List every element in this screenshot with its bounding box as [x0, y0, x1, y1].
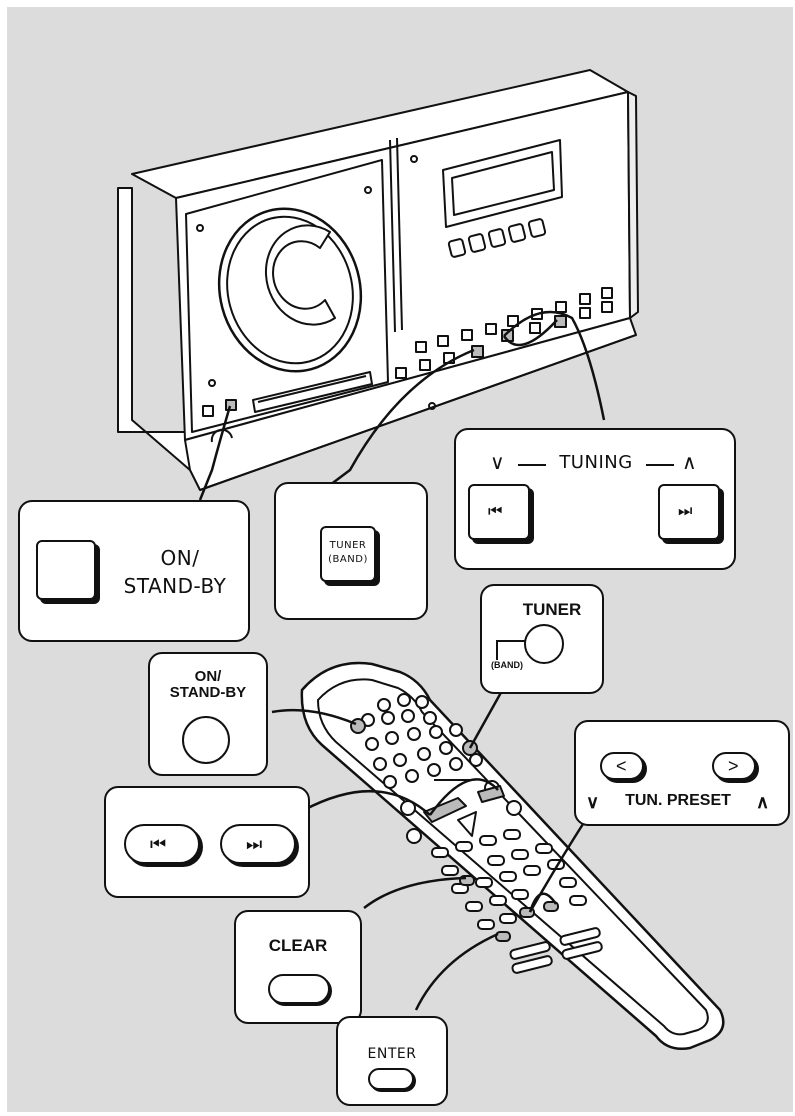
preset-up-button[interactable]: >: [712, 752, 756, 780]
remote-on-standby-line2: STAND-BY: [150, 684, 266, 701]
skip-forward-icon: ⏭: [678, 504, 692, 520]
preset-down-icon: <: [616, 757, 627, 775]
main-tuner-label-line2: (BAND): [322, 554, 374, 565]
enter-label: ENTER: [338, 1046, 446, 1062]
callout-remote-skip: ⏮ ⏭: [104, 786, 310, 898]
main-on-standby-button[interactable]: [36, 540, 96, 600]
remote-tuner-label: TUNER: [512, 600, 592, 620]
main-tuner-label-line1: TUNER: [322, 540, 374, 551]
callout-main-tuner-band: TUNER (BAND): [274, 482, 428, 620]
callout-remote-on-standby: ON/ STAND-BY: [148, 652, 268, 776]
callout-remote-tuner: TUNER (BAND): [480, 584, 604, 694]
preset-up-indicator: ∧: [756, 792, 769, 813]
remote-skip-forward-button[interactable]: ⏭: [220, 824, 296, 864]
tuning-down-button[interactable]: ⏮: [468, 484, 530, 540]
clear-button[interactable]: [268, 974, 330, 1004]
callout-main-tuning: ∨ TUNING ∧ ⏮ ⏭: [454, 428, 736, 570]
tuning-label: TUNING: [550, 452, 642, 473]
callout-main-on-standby: ON/ STAND-BY: [18, 500, 250, 642]
tun-preset-label: TUN. PRESET: [608, 792, 748, 810]
remote-skip-forward-icon: ⏭: [246, 835, 262, 853]
tuning-line-right: [646, 464, 674, 466]
clear-label: CLEAR: [236, 936, 360, 956]
remote-on-standby-button[interactable]: [182, 716, 230, 764]
callout-remote-tun-preset: < > ∨ TUN. PRESET ∧: [574, 720, 790, 826]
skip-back-icon: ⏮: [488, 504, 502, 520]
tuning-down-indicator: ∨: [490, 450, 505, 474]
preset-down-indicator: ∨: [586, 792, 599, 813]
tuning-up-button[interactable]: ⏭: [658, 484, 720, 540]
preset-up-icon: >: [728, 757, 739, 775]
remote-tuner-button[interactable]: [524, 624, 564, 664]
preset-down-button[interactable]: <: [600, 752, 644, 780]
remote-on-standby-line1: ON/: [150, 668, 266, 685]
main-on-standby-label-line2: STAND-BY: [110, 574, 240, 598]
tuning-up-indicator: ∧: [682, 450, 697, 474]
callout-remote-clear: CLEAR: [234, 910, 362, 1024]
remote-tuner-sub-label: (BAND): [484, 660, 530, 670]
enter-button[interactable]: [368, 1068, 414, 1090]
main-on-standby-label-line1: ON/: [140, 546, 220, 570]
remote-skip-back-icon: ⏮: [150, 835, 166, 853]
main-tuner-band-button[interactable]: TUNER (BAND): [320, 526, 376, 582]
remote-skip-back-button[interactable]: ⏮: [124, 824, 200, 864]
tuning-line-left: [518, 464, 546, 466]
callout-remote-enter: ENTER: [336, 1016, 448, 1106]
